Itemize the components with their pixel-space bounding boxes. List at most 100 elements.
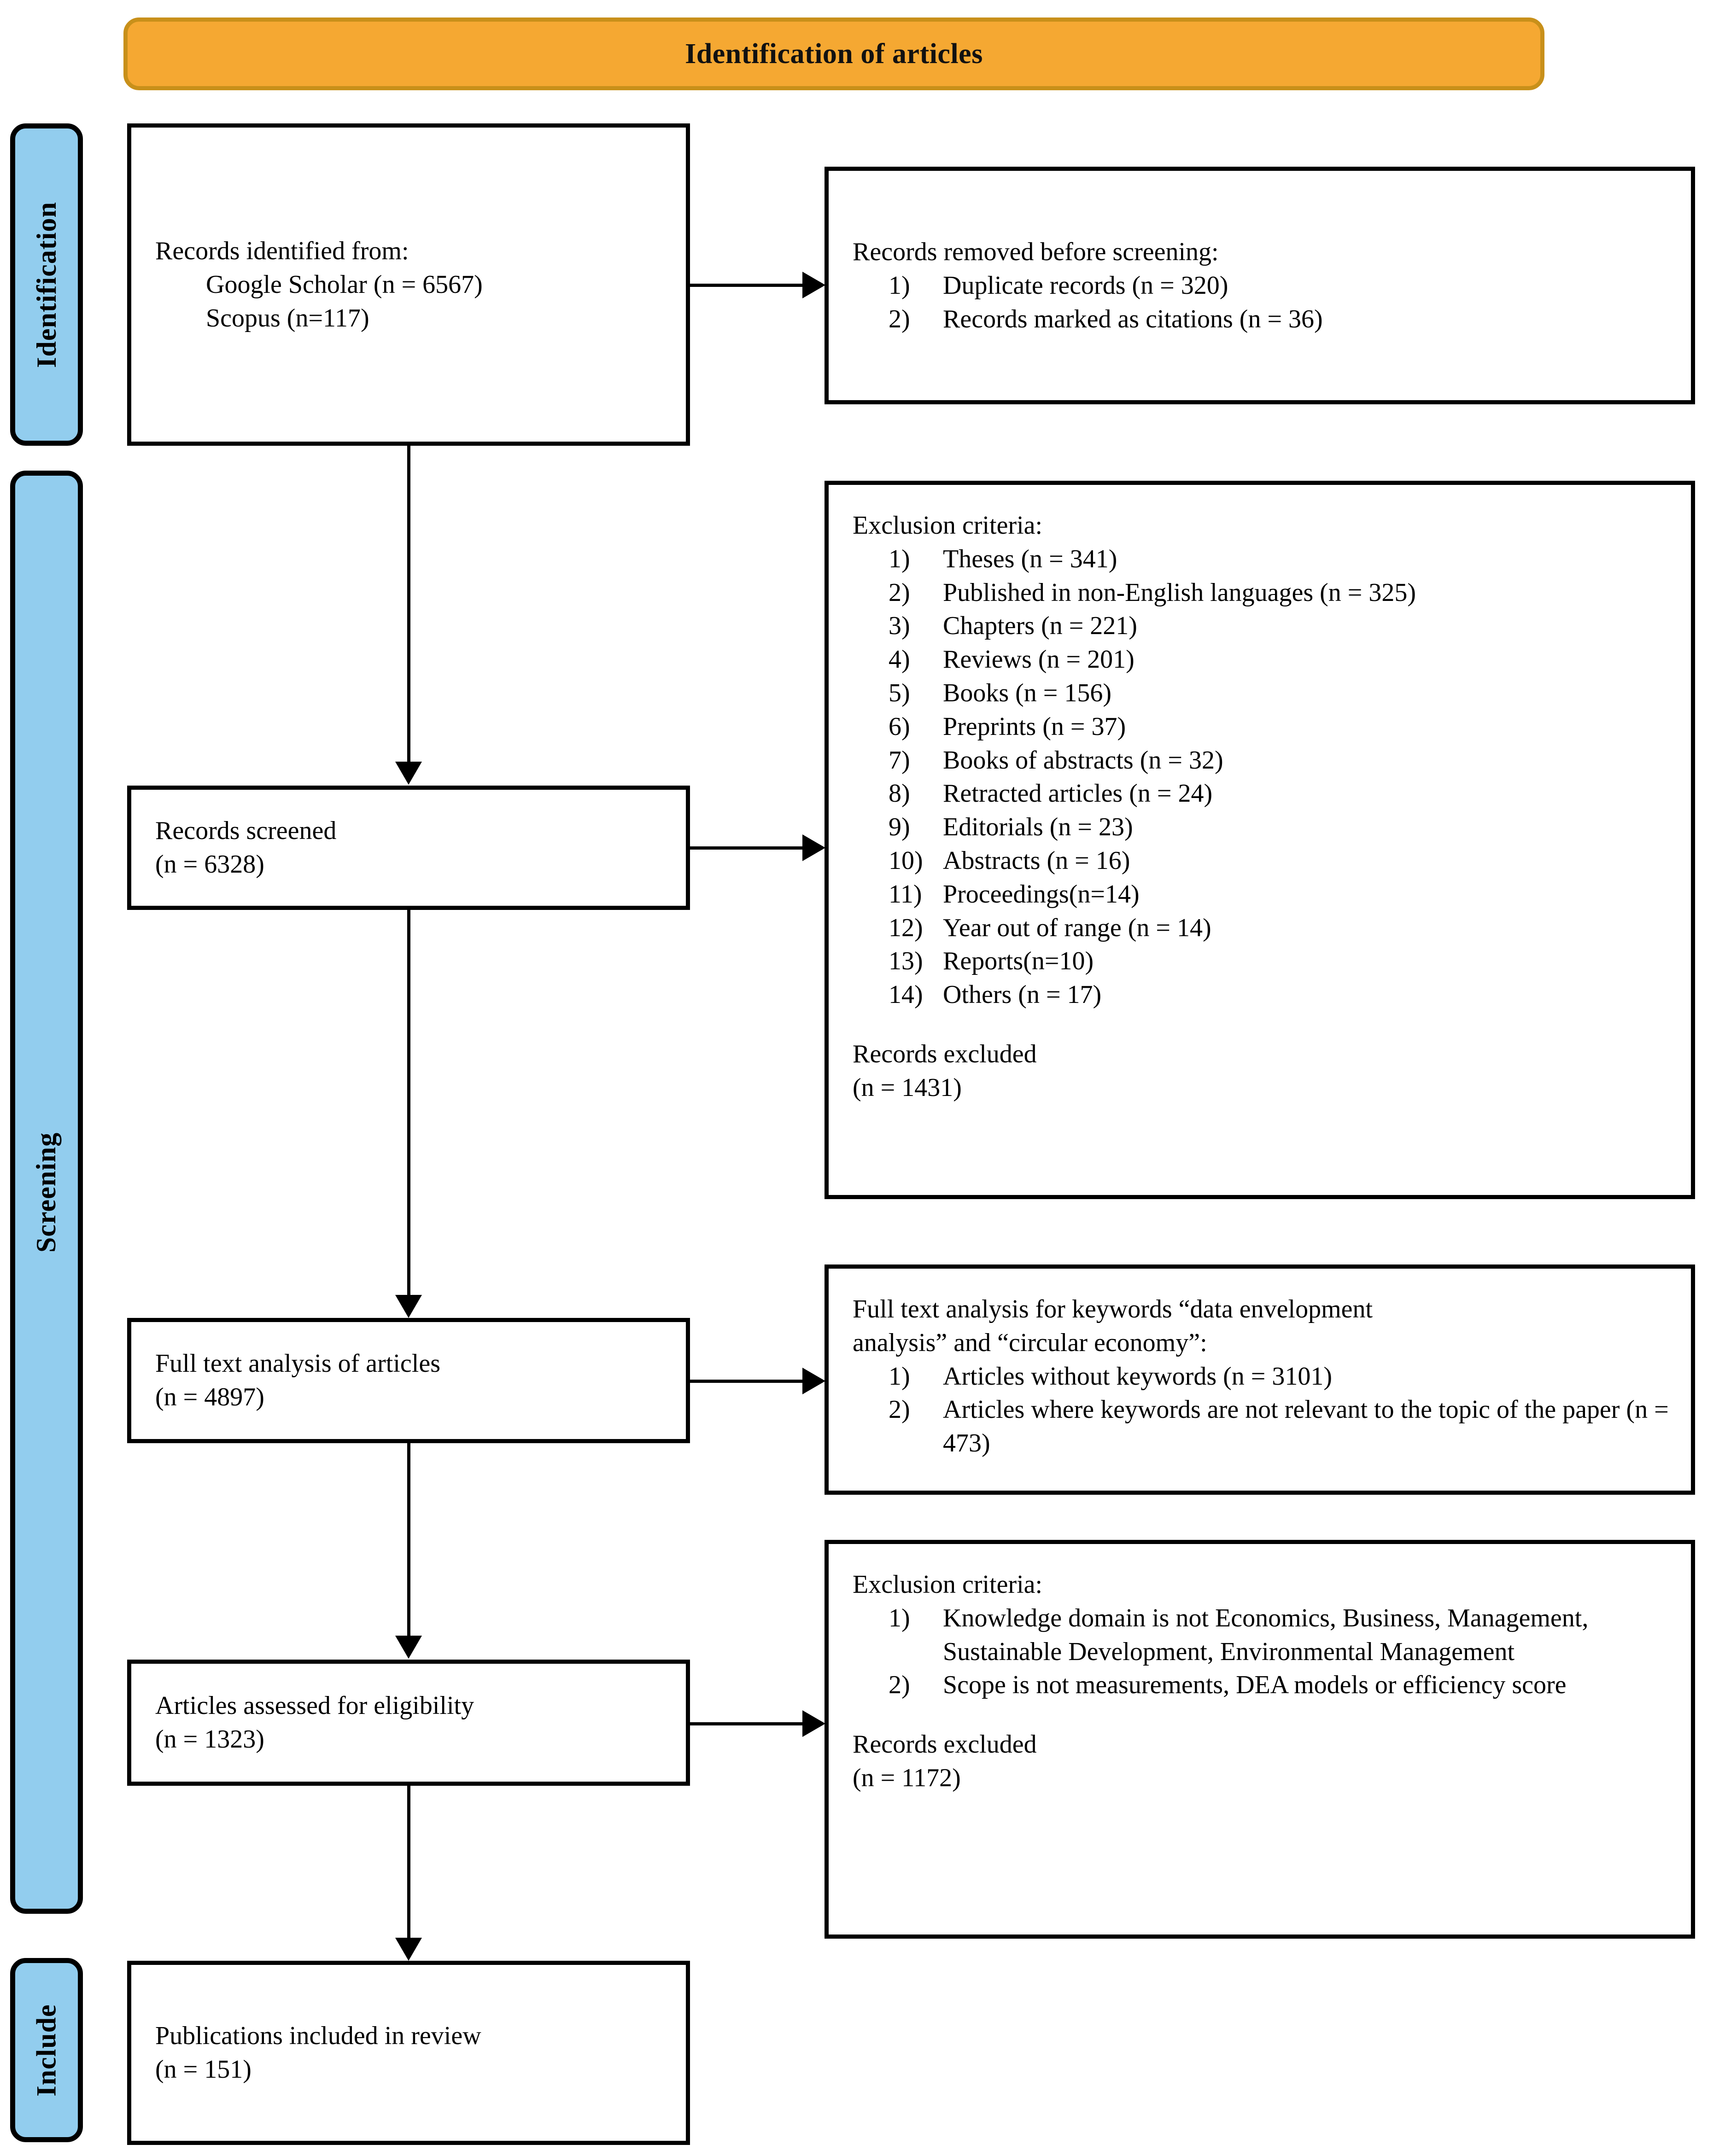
list-item: 1) Duplicate records (n = 320) [889,269,1674,303]
exclusion-eligibility-list: 1) Knowledge domain is not Economics, Bu… [853,1602,1674,1702]
included-title: Publications included in review [155,2022,481,2051]
box-fulltext-keyword-analysis: Full text analysis for keywords “data en… [825,1264,1695,1495]
box-records-removed: Records removed before screening: 1) Dup… [825,167,1695,404]
exclusion-screening-excluded-label: Records excluded [853,1039,1037,1068]
list-text: Proceedings(n=14) [943,880,1140,909]
arrowhead-eligibility-to-included [395,1938,422,1961]
list-item: 1) Articles without keywords (n = 3101) [889,1360,1674,1393]
connector-identified-to-screened [407,446,410,763]
exclusion-screening-excluded-count: (n = 1431) [853,1073,962,1102]
eligibility-title: Articles assessed for eligibility [155,1691,474,1720]
list-item: 2) Published in non-English languages (n … [889,576,1674,610]
list-marker: 2) [889,578,910,607]
arrowhead-identified-to-screened [395,762,422,785]
box-publications-included: Publications included in review (n = 151… [127,1961,690,2145]
arrowhead-identified-to-removed [802,272,825,298]
connector-eligibility-to-included [407,1786,410,1939]
spacer [853,1702,1674,1728]
list-item: 5) Books (n = 156) [889,676,1674,710]
list-text: Chapters (n = 221) [943,612,1137,641]
arrowhead-eligibility-to-exclusion [802,1710,825,1737]
list-text: Articles without keywords (n = 3101) [943,1362,1333,1391]
list-item: 6)Preprints (n = 37) [889,710,1674,744]
list-marker: 1) [889,271,910,300]
fulltext-keywords-title-line2: analysis” and “circular economy”: [853,1328,1207,1357]
list-marker: 2) [889,1671,910,1700]
identification-banner: Identification of articles [123,17,1544,90]
fulltext-count: (n = 4897) [155,1383,264,1411]
box-records-screened: Records screened (n = 6328) [127,786,690,910]
list-item: 4) Reviews (n = 201) [889,643,1674,676]
list-item: 14) Others (n = 17) [889,978,1674,1012]
list-marker: 2) [889,1395,910,1424]
records-removed-title: Records removed before screening: [853,237,1219,266]
list-item: 3)Chapters (n = 221) [889,609,1674,643]
list-text: Others (n = 17) [943,980,1102,1009]
list-marker: 14) [889,980,923,1009]
stage-label-screening: Screening [31,1132,62,1253]
list-item: 12) Year out of range (n = 14) [889,911,1674,945]
records-screened-title: Records screened [155,816,337,845]
list-text: Retracted articles (n = 24) [943,779,1213,808]
records-identified-source-google-scholar: Google Scholar (n = 6567) [206,270,483,299]
list-text: Reports(n=10) [943,947,1094,976]
box-fulltext-analysis: Full text analysis of articles (n = 4897… [127,1318,690,1443]
list-text: Published in non-English languages (n = … [943,578,1416,607]
list-text: Duplicate records (n = 320) [943,271,1228,300]
eligibility-count: (n = 1323) [155,1725,264,1754]
list-text: Reviews (n = 201) [943,645,1135,674]
arrowhead-fulltext-to-eligibility [395,1636,422,1659]
list-text: Records marked as citations (n = 36) [943,304,1323,333]
records-screened-count: (n = 6328) [155,850,264,879]
list-item: 11) Proceedings(n=14) [889,878,1674,911]
list-item: 1)Theses (n = 341) [889,542,1674,576]
list-marker: 5) [889,678,910,707]
box-articles-assessed-eligibility: Articles assessed for eligibility (n = 1… [127,1660,690,1786]
list-marker: 9) [889,813,910,842]
connector-fulltext-to-eligibility [407,1443,410,1637]
records-identified-source-scopus: Scopus (n=117) [206,303,369,332]
list-item: 1) Knowledge domain is not Economics, Bu… [889,1602,1674,1669]
connector-identified-to-removed [690,284,803,287]
list-text: Year out of range (n = 14) [943,913,1211,942]
list-text: Books (n = 156) [943,678,1112,707]
list-text: Scope is not measurements, DEA models or… [943,1671,1567,1700]
list-item: 7) Books of abstracts (n = 32) [889,744,1674,777]
list-marker: 13) [889,947,923,976]
list-marker: 7) [889,746,910,775]
exclusion-eligibility-excluded-count: (n = 1172) [853,1763,961,1792]
list-item: 2) Scope is not measurements, DEA models… [889,1668,1674,1702]
box-exclusion-criteria-screening: Exclusion criteria: 1)Theses (n = 341) 2… [825,481,1695,1199]
list-item: 9) Editorials (n = 23) [889,810,1674,844]
list-marker: 12) [889,913,923,942]
records-removed-list: 1) Duplicate records (n = 320) 2) Record… [853,269,1674,336]
list-text: Books of abstracts (n = 32) [943,746,1223,775]
banner-title: Identification of articles [685,38,983,70]
box-exclusion-criteria-eligibility: Exclusion criteria: 1) Knowledge domain … [825,1540,1695,1939]
connector-screened-to-fulltext [407,910,410,1296]
stage-bar-include: Include [10,1958,83,2142]
list-marker: 1) [889,1362,910,1391]
stage-bar-identification: Identification [10,123,83,446]
list-item: 13) Reports(n=10) [889,944,1674,978]
list-item: 8) Retracted articles (n = 24) [889,777,1674,810]
list-marker: 8) [889,779,910,808]
records-identified-title: Records identified from: [155,236,409,265]
connector-fulltext-to-keywords [690,1380,803,1383]
fulltext-keywords-list: 1) Articles without keywords (n = 3101) … [853,1360,1674,1460]
exclusion-eligibility-excluded-label: Records excluded [853,1730,1037,1759]
arrowhead-screened-to-exclusion [802,834,825,861]
spacer [853,1012,1674,1037]
exclusion-screening-list: 1)Theses (n = 341) 2) Published in non-En… [853,542,1674,1012]
arrowhead-fulltext-to-keywords [802,1368,825,1394]
list-text: Preprints (n = 37) [943,712,1126,741]
list-marker: 4) [889,645,910,674]
list-text: Articles where keywords are not relevant… [943,1395,1669,1458]
stage-label-identification: Identification [31,201,62,368]
list-text: Editorials (n = 23) [943,813,1133,842]
included-count: (n = 151) [155,2055,251,2084]
list-marker: 1) [889,1603,910,1632]
list-marker: 11) [889,880,922,909]
exclusion-screening-title: Exclusion criteria: [853,511,1043,540]
